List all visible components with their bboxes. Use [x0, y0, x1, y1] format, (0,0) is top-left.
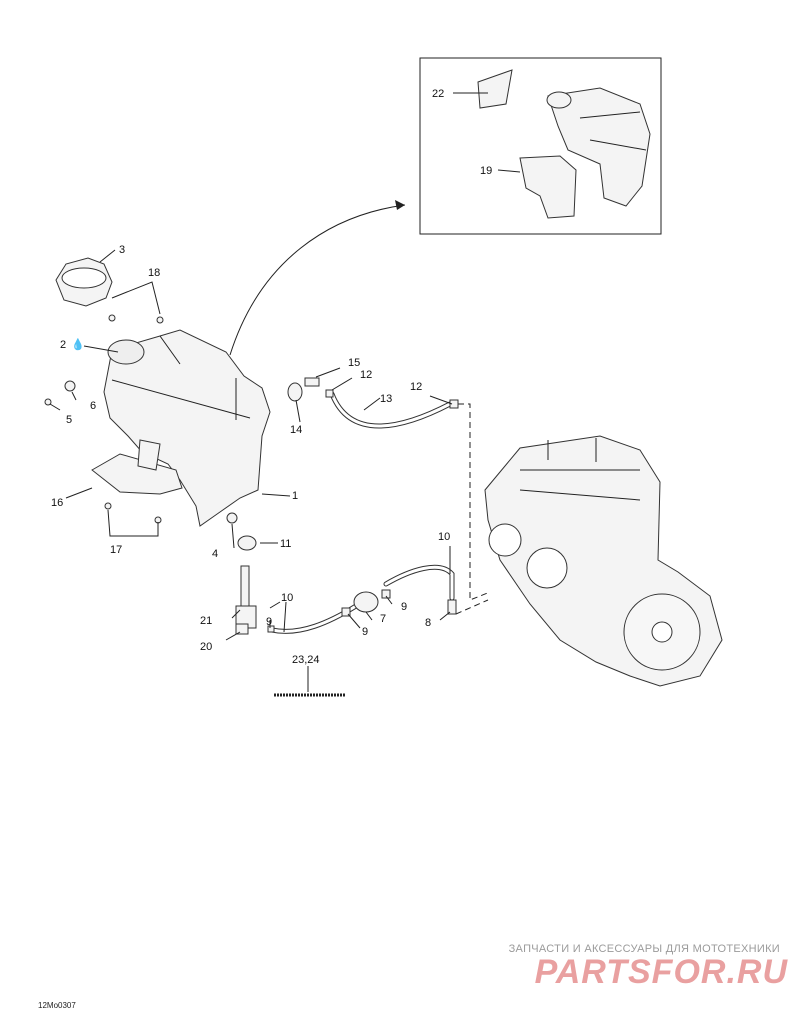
callout-16: 16 — [51, 497, 63, 509]
callout-12b: 12 — [410, 381, 422, 393]
callout-4: 4 — [212, 548, 218, 560]
callout-9c: 9 — [266, 616, 272, 628]
callout-18: 18 — [148, 267, 160, 279]
callout-23-24: 23,24 — [292, 654, 320, 666]
oil-tank-cap — [55, 249, 116, 307]
callout-14: 14 — [290, 424, 302, 436]
callout-5: 5 — [66, 414, 72, 426]
callout-22: 22 — [432, 88, 444, 100]
callout-8: 8 — [425, 617, 431, 629]
callout-10a: 10 — [438, 531, 450, 543]
callout-19: 19 — [480, 165, 492, 177]
engine — [484, 435, 723, 687]
callout-9b: 9 — [362, 626, 368, 638]
callout-6: 6 — [90, 400, 96, 412]
callout-9a: 9 — [401, 601, 407, 613]
callout-3: 3 — [119, 244, 125, 256]
callout-2: 2 — [60, 339, 66, 351]
callout-10b: 10 — [281, 592, 293, 604]
watermark-logo: PARTSFOR.RU — [534, 953, 788, 991]
callout-17: 17 — [110, 544, 122, 556]
inset-detail — [419, 57, 662, 235]
callout-11: 11 — [280, 538, 291, 550]
figure-code: 12Mo0307 — [38, 1001, 76, 1010]
callout-15: 15 — [348, 357, 360, 369]
callout-13: 13 — [380, 393, 392, 405]
callout-1: 1 — [292, 490, 298, 502]
watermark-tagline: ЗАПЧАСТИ И АКСЕССУАРЫ ДЛЯ МОТОТЕХНИКИ — [508, 943, 780, 955]
callout-7: 7 — [380, 613, 386, 625]
callout-20: 20 — [200, 641, 212, 653]
oil-drop-icon: 💧 — [71, 338, 85, 351]
callout-21: 21 — [200, 615, 212, 627]
callout-12a: 12 — [360, 369, 372, 381]
oil-tank — [103, 329, 291, 527]
